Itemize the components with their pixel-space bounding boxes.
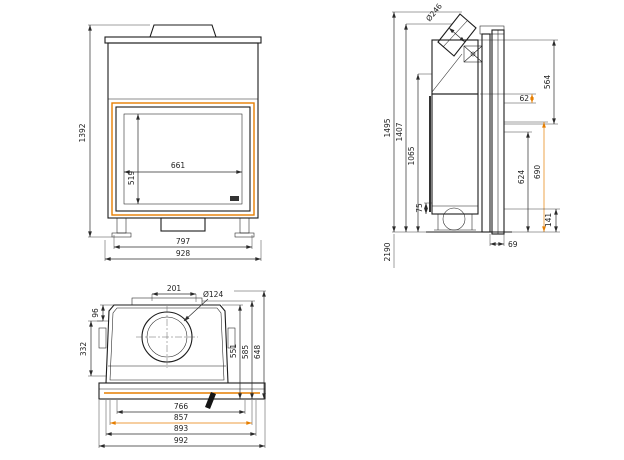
side-upper-box	[431, 39, 479, 95]
dim-front-overall-height: 1392	[78, 24, 150, 238]
dim-front-width-893: 893	[105, 400, 257, 436]
dim-base-height: 141	[504, 208, 560, 233]
dim-firebox-top: 1065	[407, 73, 432, 232]
rear-frame	[481, 33, 491, 233]
side-firebox	[431, 93, 479, 215]
svg-text:690: 690	[533, 165, 542, 180]
leg-right	[239, 217, 250, 234]
flue-pipe	[437, 13, 477, 57]
svg-text:96: 96	[91, 308, 100, 318]
dim-rear-clearance: 69	[489, 234, 518, 249]
svg-text:585: 585	[241, 345, 250, 360]
door-handle	[205, 392, 216, 409]
dim-front-width-992: 992	[98, 400, 266, 448]
top-view: 201 Ø124 96 332 551	[79, 284, 266, 448]
svg-text:624: 624	[517, 170, 526, 185]
dim-flue-inner-diameter: Ø124	[183, 290, 223, 322]
svg-text:661: 661	[171, 161, 186, 170]
dim-side-overall-height: 1495	[383, 11, 462, 233]
svg-text:Ø246: Ø246	[424, 2, 444, 24]
svg-text:141: 141	[544, 213, 553, 228]
svg-text:928: 928	[176, 249, 191, 258]
dim-side-glass-height: 624	[504, 131, 532, 232]
side-bracket-left	[98, 327, 107, 349]
blower-circle	[442, 207, 466, 231]
front-top-cap	[104, 36, 262, 44]
svg-text:648: 648	[253, 345, 262, 360]
svg-text:332: 332	[79, 342, 88, 357]
dim-base-width: 797	[113, 235, 253, 249]
dim-flue-center-offset: 201	[151, 284, 197, 302]
dim-upper-section: 564	[478, 39, 558, 125]
svg-text:992: 992	[174, 436, 189, 445]
brand-logo	[230, 196, 239, 201]
svg-text:2190: 2190	[383, 242, 392, 261]
dim-flue-diameter: Ø246	[424, 2, 466, 43]
dim-foot-height: 75	[415, 202, 432, 214]
dim-front-width-857: 857	[109, 400, 253, 425]
dim-depth-551: 551	[222, 304, 243, 399]
svg-text:893: 893	[174, 424, 189, 433]
svg-text:857: 857	[174, 413, 189, 422]
svg-text:75: 75	[415, 203, 424, 213]
svg-text:551: 551	[229, 344, 238, 359]
svg-text:69: 69	[508, 240, 518, 249]
dim-heated-zone: 690	[504, 121, 548, 232]
dim-depth-648: 648	[234, 290, 266, 399]
dim-front-width-766: 766	[116, 400, 246, 414]
front-view: 1392 661 519 797 928	[78, 24, 262, 261]
door-frame	[115, 106, 251, 212]
svg-text:519: 519	[127, 171, 136, 186]
dim-glass-height: 519	[127, 114, 140, 204]
svg-text:1407: 1407	[395, 122, 404, 141]
side-view: Ø246 564 62 690 624	[383, 2, 560, 268]
dim-front-overall-width: 928	[104, 240, 262, 261]
svg-text:62: 62	[519, 94, 529, 103]
foot-right	[234, 232, 255, 238]
foot-left	[111, 232, 132, 238]
svg-text:Ø124: Ø124	[203, 290, 223, 299]
dim-flue-offset: 62	[480, 93, 536, 104]
door-frame-highlight	[111, 102, 255, 216]
svg-text:1495: 1495	[383, 118, 392, 137]
dim-body-depth: 332	[79, 320, 106, 377]
dim-glass-width: 661	[124, 161, 242, 174]
front-flue-collar	[149, 24, 217, 38]
leg-left	[116, 217, 127, 234]
svg-text:1065: 1065	[407, 146, 416, 165]
svg-text:797: 797	[176, 237, 191, 246]
dim-rear-offset: 96	[91, 304, 114, 322]
front-body	[107, 42, 259, 219]
mounting-bracket	[463, 45, 483, 63]
dim-body-height: 1407	[395, 23, 452, 232]
side-bracket-right	[227, 327, 236, 349]
dim-depth-585: 585	[202, 300, 255, 399]
svg-text:201: 201	[167, 284, 182, 293]
svg-text:766: 766	[174, 402, 189, 411]
rear-strip	[131, 297, 203, 306]
door-glass	[123, 113, 243, 205]
svg-text:564: 564	[543, 75, 552, 90]
back-panel-cap	[479, 25, 505, 35]
dim-extended-height: 2190	[383, 234, 395, 268]
svg-text:1392: 1392	[78, 123, 87, 142]
ash-drawer	[160, 217, 206, 232]
